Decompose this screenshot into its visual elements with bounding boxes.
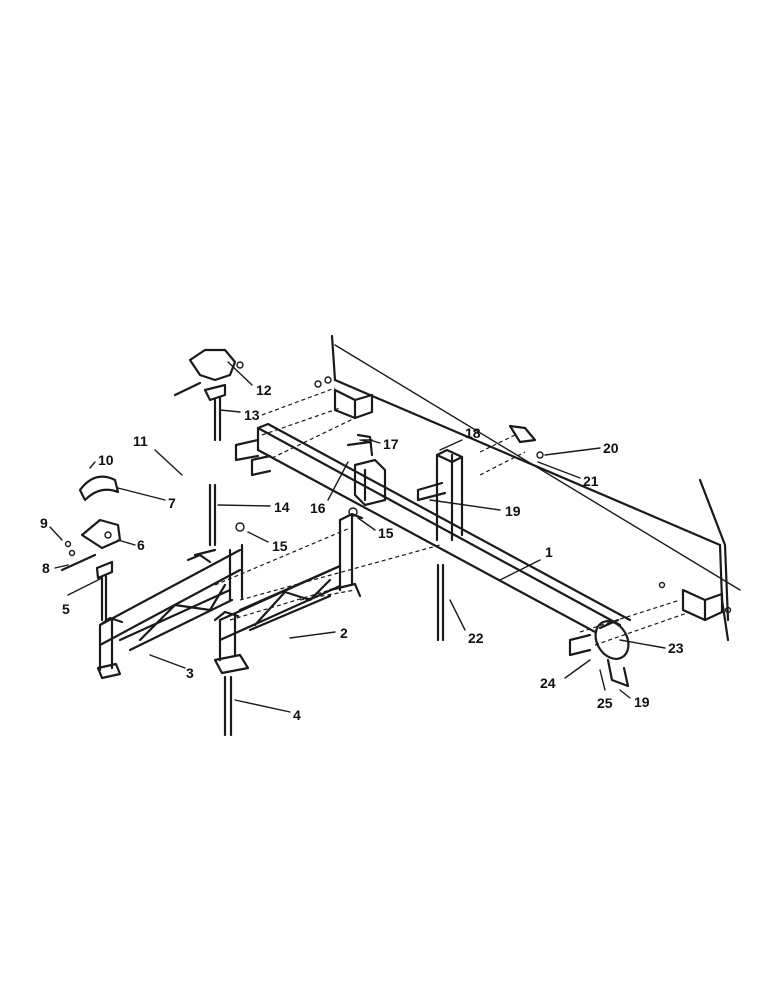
label-17: 17	[383, 436, 399, 452]
label-6: 6	[137, 537, 145, 553]
label-5: 5	[62, 601, 70, 617]
front-frame	[96, 543, 244, 680]
fasteners	[64, 361, 732, 614]
label-10: 10	[98, 452, 114, 468]
label-1: 1	[545, 544, 553, 560]
label-7: 7	[168, 495, 176, 511]
u-bolts	[234, 438, 630, 688]
tail-lamp	[594, 618, 630, 660]
label-19-right: 19	[634, 694, 650, 710]
label-24: 24	[540, 675, 556, 691]
label-4: 4	[293, 707, 301, 723]
label-11: 11	[133, 433, 148, 449]
label-3: 3	[186, 665, 194, 681]
label-2: 2	[340, 625, 348, 641]
label-16: 16	[310, 500, 326, 516]
lower-clamps	[60, 475, 122, 622]
label-12: 12	[256, 382, 272, 398]
label-15-right: 15	[378, 525, 394, 541]
label-21: 21	[583, 473, 599, 489]
alignment-lines	[214, 387, 691, 646]
center-bracket	[353, 458, 387, 507]
label-9: 9	[40, 515, 48, 531]
label-25: 25	[597, 695, 613, 711]
rear-frame	[213, 512, 364, 675]
part-labels: 1 2 3 4 5 6 7 8 9 10 11 12 13 14 15 15 1…	[40, 382, 684, 723]
label-22: 22	[468, 630, 484, 646]
label-13: 13	[244, 407, 260, 423]
leader-lines	[49, 361, 666, 713]
label-20: 20	[603, 440, 619, 456]
vehicle-body	[330, 334, 741, 642]
label-19-center: 19	[505, 503, 521, 519]
center-post	[435, 448, 464, 542]
axle-tube	[256, 388, 724, 642]
label-8: 8	[42, 560, 50, 576]
label-15-left: 15	[272, 538, 288, 554]
hooks	[346, 424, 537, 457]
label-14: 14	[274, 499, 290, 515]
label-23: 23	[668, 640, 684, 656]
upper-clamp	[173, 348, 237, 442]
rods	[193, 483, 445, 737]
label-18: 18	[465, 425, 481, 441]
